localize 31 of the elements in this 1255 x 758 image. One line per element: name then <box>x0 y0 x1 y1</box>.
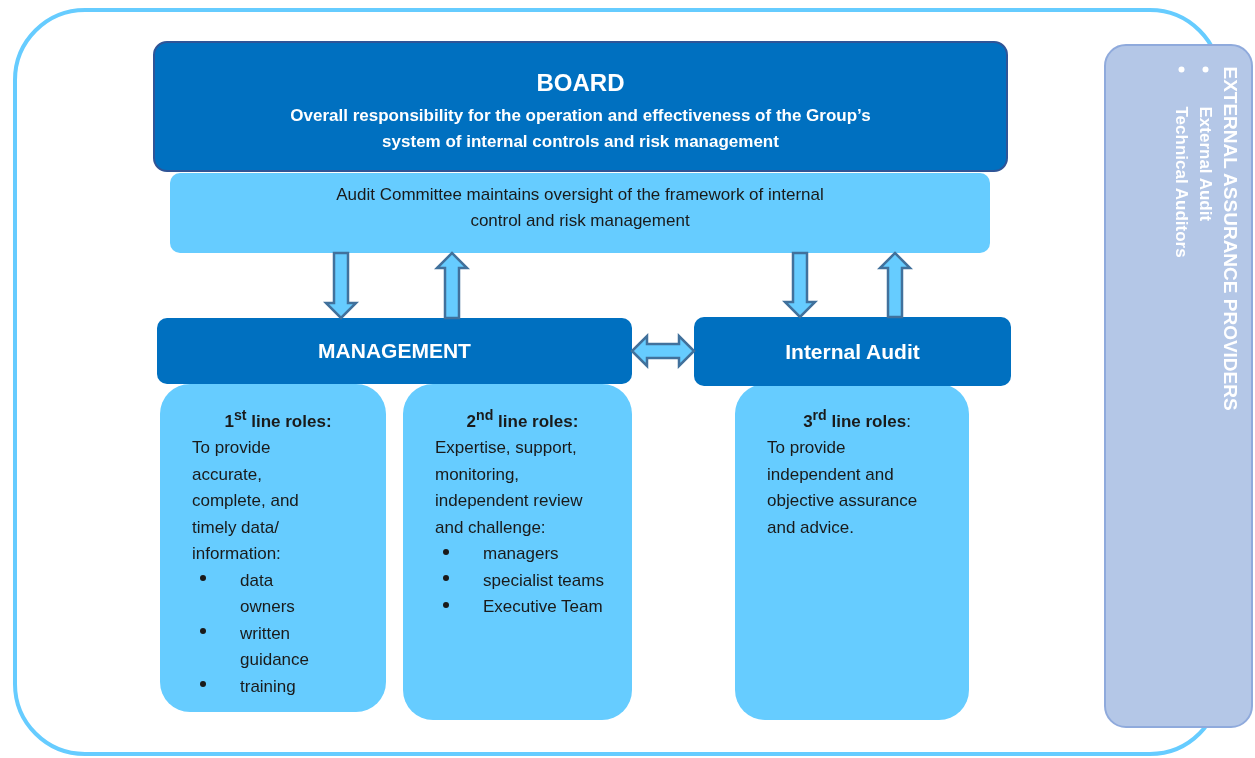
description-text: Expertise, support, monitoring, independent review and challenge: <box>435 437 584 539</box>
header-text: MANAGEMENT <box>318 339 471 363</box>
roles-panel <box>735 384 969 720</box>
list-item: External Audit <box>1192 66 1216 221</box>
board-box <box>153 41 1008 172</box>
block-arrow <box>630 333 696 369</box>
title-text: BOARD <box>536 69 625 97</box>
heading-text: 3$^{rd}$ line roles: <box>802 406 912 433</box>
list-item: Executive Team <box>435 594 610 621</box>
roles-panel <box>403 384 632 720</box>
heading-text: 1$^{st}$ line roles: <box>223 406 333 433</box>
block-arrow <box>782 251 818 319</box>
list-item: specialist teams <box>435 567 610 595</box>
header-text: Internal Audit <box>785 339 920 364</box>
list-item: managers <box>435 541 610 568</box>
block-arrow <box>323 251 359 320</box>
header-box <box>157 318 632 384</box>
external-panel <box>1104 44 1253 728</box>
description-text: Audit Committee maintains oversight of the framework of internal control and risk management <box>335 184 825 232</box>
heading-text: EXTERNAL ASSURANCE PROVIDERS <box>1218 66 1241 411</box>
heading-text: 2$^{nd}$ line roles: <box>465 406 580 433</box>
block-arrow <box>434 251 470 320</box>
block-arrow <box>877 251 913 319</box>
header-box <box>694 317 1011 386</box>
description-text: To provide independent and objective assurance and advice. <box>767 437 919 539</box>
list-item: Technical Auditors <box>1168 66 1192 258</box>
list-item: training <box>192 673 332 701</box>
description-text: Overall responsibility for the operation and effectiveness of the Group’s system of internal controls and risk management <box>289 105 872 153</box>
committee-band <box>170 173 990 253</box>
description-text: To provide accurate, complete, and timely data/ information: <box>192 437 300 566</box>
roles-panel <box>160 384 386 712</box>
